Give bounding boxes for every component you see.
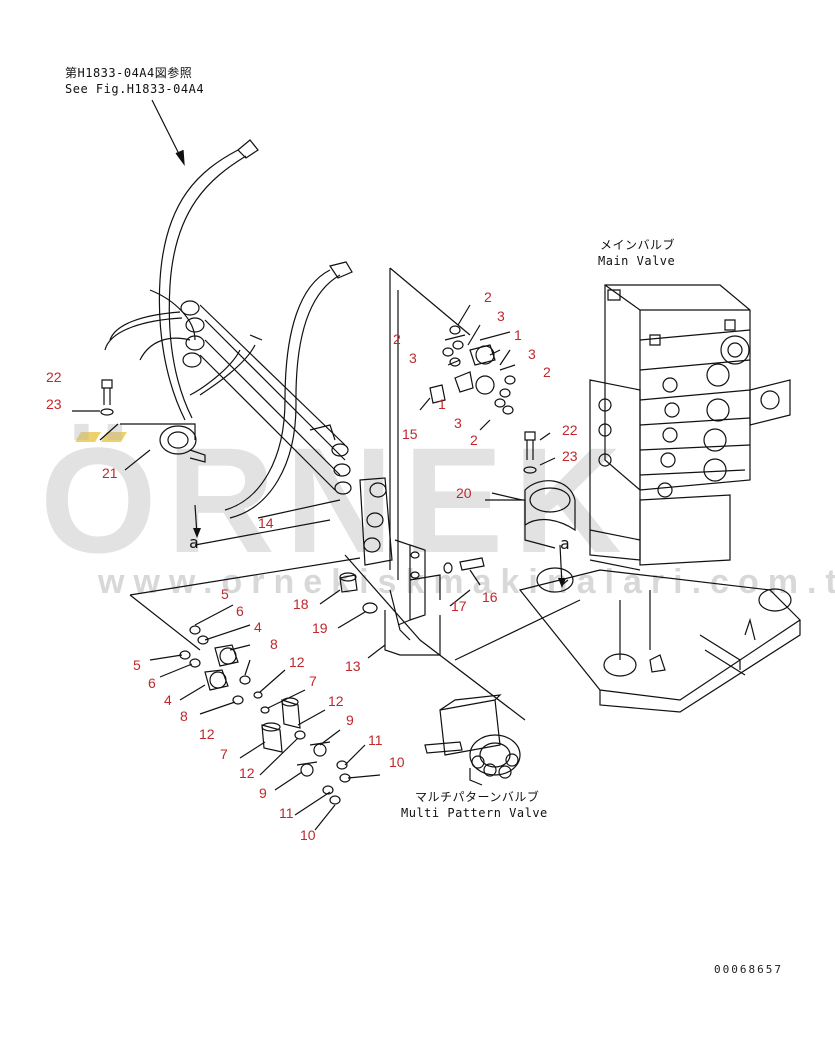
clamp bbox=[159, 425, 206, 463]
reference-a-left: a bbox=[189, 533, 200, 552]
lower-fittings bbox=[179, 625, 351, 805]
hose-reference-jp: 第H1833-04A4図参照 bbox=[65, 66, 193, 80]
callout-12: 12 bbox=[239, 765, 255, 781]
hose-assembly bbox=[104, 139, 353, 519]
callout-14: 14 bbox=[258, 515, 274, 531]
multi-pattern-valve bbox=[424, 694, 521, 786]
callout-23: 23 bbox=[562, 448, 578, 464]
callout-2: 2 bbox=[470, 432, 478, 448]
callout-8: 8 bbox=[270, 636, 278, 652]
callout-5: 5 bbox=[221, 586, 229, 602]
callout-12: 12 bbox=[199, 726, 215, 742]
callout-12: 12 bbox=[328, 693, 344, 709]
callout-22: 22 bbox=[46, 369, 62, 385]
callout-2: 2 bbox=[484, 289, 492, 305]
callout-22: 22 bbox=[562, 422, 578, 438]
hose-reference-en: See Fig.H1833-04A4 bbox=[65, 82, 205, 96]
callout-17: 17 bbox=[451, 598, 467, 614]
callout-18: 18 bbox=[293, 596, 309, 612]
pressure-switch bbox=[429, 344, 496, 404]
callout-1: 1 bbox=[438, 396, 446, 412]
callout-10: 10 bbox=[389, 754, 405, 770]
reference-a-right: a bbox=[560, 534, 571, 553]
callout-3: 3 bbox=[454, 415, 462, 431]
callout-10: 10 bbox=[300, 827, 316, 843]
multi-valve-label-jp: マルチパターンバルブ bbox=[415, 790, 540, 804]
main-valve-label-en: Main Valve bbox=[598, 254, 676, 268]
callout-2: 2 bbox=[543, 364, 551, 380]
callout-5: 5 bbox=[133, 657, 141, 673]
callout-6: 6 bbox=[236, 603, 244, 619]
callout-11: 11 bbox=[368, 732, 383, 748]
callout-1: 1 bbox=[514, 327, 522, 343]
callout-15: 15 bbox=[402, 426, 418, 442]
callout-7: 7 bbox=[220, 746, 228, 762]
callout-11: 11 bbox=[279, 805, 294, 821]
callout-9: 9 bbox=[259, 785, 267, 801]
callout-6: 6 bbox=[148, 675, 156, 691]
callout-21: 21 bbox=[102, 465, 118, 481]
callout-7: 7 bbox=[309, 673, 317, 689]
callout-8: 8 bbox=[180, 708, 188, 724]
callout-19: 19 bbox=[312, 620, 328, 636]
callout-16: 16 bbox=[482, 589, 498, 605]
callout-3: 3 bbox=[528, 346, 536, 362]
main-valve-label-jp: メインバルブ bbox=[600, 238, 676, 252]
callout-4: 4 bbox=[254, 619, 262, 635]
callout-9: 9 bbox=[346, 712, 354, 728]
main-valve bbox=[518, 284, 801, 713]
multi-valve-label-en: Multi Pattern Valve bbox=[401, 806, 548, 820]
callout-2: 2 bbox=[393, 331, 401, 347]
callout-12: 12 bbox=[289, 654, 305, 670]
callout-3: 3 bbox=[409, 350, 417, 366]
callout-3: 3 bbox=[497, 308, 505, 324]
drawing-number: 00068657 bbox=[714, 963, 783, 976]
callout-23: 23 bbox=[46, 396, 62, 412]
callout-13: 13 bbox=[345, 658, 361, 674]
callout-4: 4 bbox=[164, 692, 172, 708]
callout-20: 20 bbox=[456, 485, 472, 501]
